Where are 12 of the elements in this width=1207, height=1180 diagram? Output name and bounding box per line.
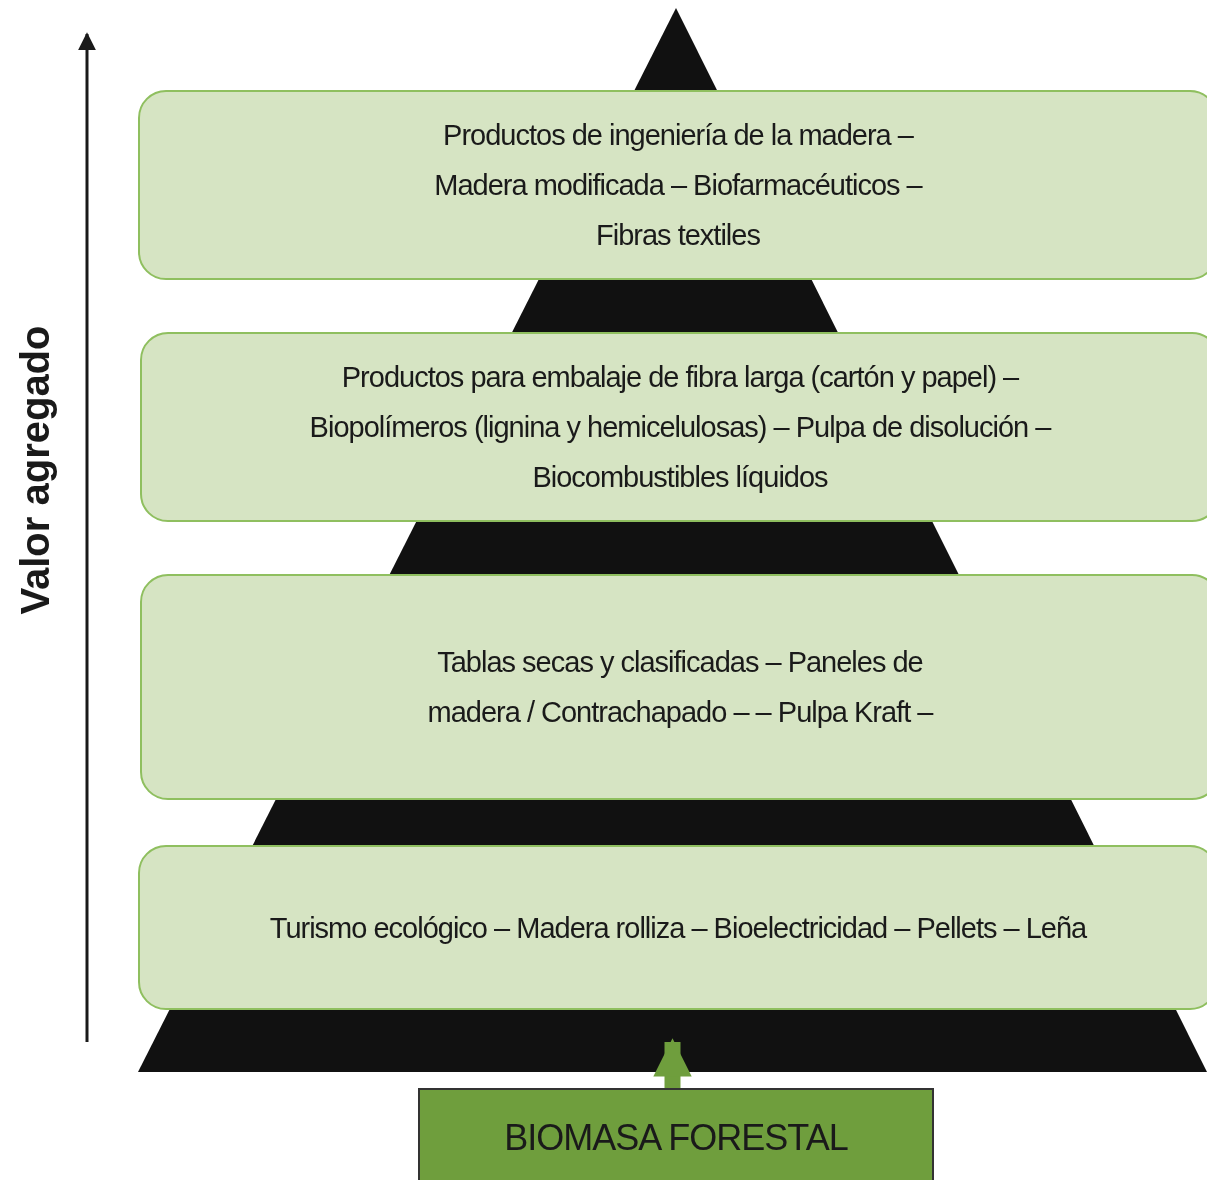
level-band bbox=[138, 90, 1207, 280]
level-band bbox=[140, 332, 1207, 522]
level-band bbox=[138, 845, 1207, 1010]
axis-label: Valor agregado bbox=[12, 325, 58, 615]
source-box bbox=[418, 1088, 934, 1180]
source-label: BIOMASA FORESTAL bbox=[504, 1117, 848, 1159]
level-text: Productos de ingeniería de la madera – Madera modificada – Biofarmacéuticos – Fibras textiles bbox=[433, 118, 924, 253]
arrow bbox=[653, 1038, 692, 1088]
level-text: Productos para embalaje de fibra larga (cartón y papel) – Biopolímeros (lignina y hemicelulosas) – Pulpa de disolución – Biocombustibles líquidos bbox=[308, 360, 1052, 495]
level-text: Tablas secas y clasificadas – Paneles de madera / Contrachapado – – Pulpa Kraft – bbox=[426, 645, 934, 730]
level-text: Turismo ecológico – Madera rolliza – Bioelectricidad – Pellets – Leña bbox=[269, 910, 1087, 946]
level-band bbox=[140, 574, 1207, 800]
